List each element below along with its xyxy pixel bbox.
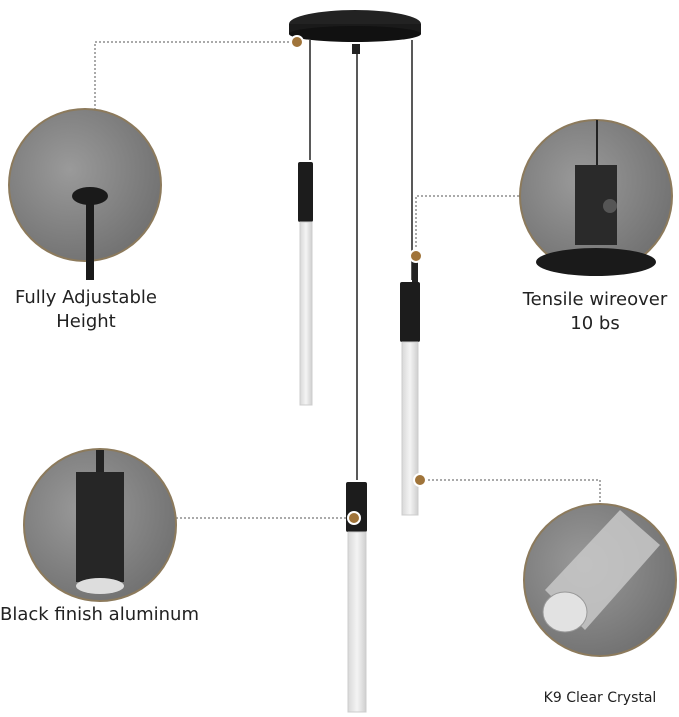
connector-lines — [94, 41, 601, 519]
detail-circle-tensile-wire — [519, 119, 673, 276]
detail-circle-aluminum — [23, 448, 177, 602]
canopy — [289, 10, 421, 54]
callout-dots — [290, 35, 427, 525]
pendant-left — [298, 162, 313, 406]
suspension-wires — [309, 40, 413, 480]
caption-tensile-wire: Tensile wireover 10 bs — [522, 289, 668, 334]
caption-black-finish: Black finish aluminum — [0, 604, 200, 625]
detail-circle-height — [8, 108, 162, 280]
pendant-right — [400, 262, 420, 516]
detail-circle-crystal — [523, 503, 677, 657]
caption-k9-crystal: K9 Clear Crystal — [543, 690, 657, 706]
caption-adjustable-height: Fully Adjustable Height — [15, 287, 157, 332]
